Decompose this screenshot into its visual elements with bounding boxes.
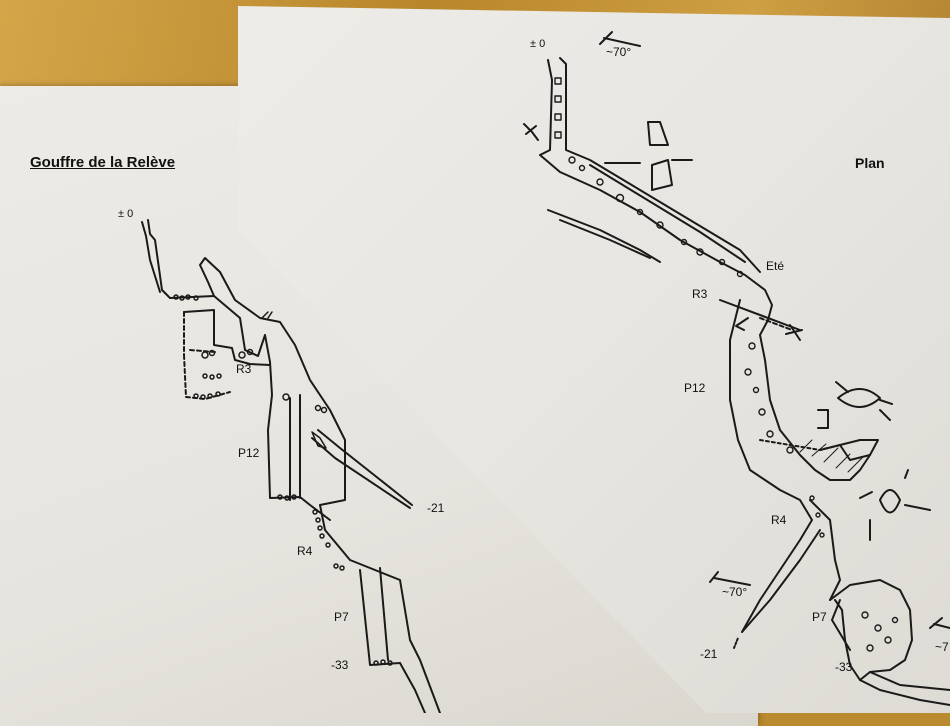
plan-title: Plan <box>855 155 885 171</box>
survey-title: Gouffre de la Relève <box>30 154 176 171</box>
ete-label: Eté <box>766 259 785 273</box>
p12-label: P12 <box>238 446 260 460</box>
depth-21-label: -21 <box>427 501 445 515</box>
plan-p12-label: P12 <box>684 381 706 395</box>
r3-label: R3 <box>236 362 252 376</box>
slope-angle-edge-label: ~7 <box>935 640 949 654</box>
plan-depth-33-label: -33 <box>835 660 853 674</box>
plan-depth-21-label: -21 <box>700 647 718 661</box>
plan-r4-label: R4 <box>771 513 787 527</box>
p7-label: P7 <box>334 610 349 624</box>
r4-label: R4 <box>297 544 313 558</box>
slope-angle-mid-label: ~70° <box>722 585 748 599</box>
entrance-depth-label: ± 0 <box>118 208 134 220</box>
plan-entrance-depth-label: ± 0 <box>530 38 546 50</box>
plan-r3-label: R3 <box>692 287 708 301</box>
plan-p7-label: P7 <box>812 610 827 624</box>
depth-33-label: -33 <box>331 658 349 672</box>
slope-angle-top-label: ~70° <box>606 45 632 59</box>
